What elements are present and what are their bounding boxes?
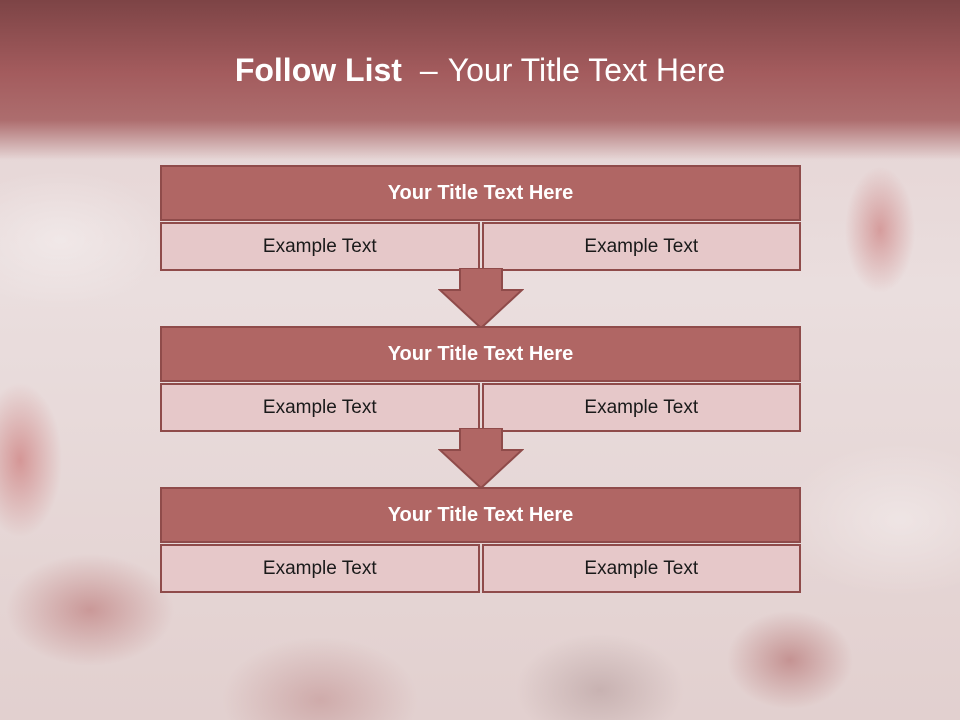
block-title: Your Title Text Here bbox=[160, 326, 801, 382]
header-band bbox=[0, 0, 960, 160]
list-block-3: Your Title Text Here Example Text Exampl… bbox=[160, 487, 801, 593]
title-dash: – bbox=[419, 52, 438, 88]
block-cell-right: Example Text bbox=[481, 383, 801, 432]
block-cell-right: Example Text bbox=[481, 544, 801, 593]
title-bold: Follow List bbox=[234, 52, 402, 88]
block-row: Example Text Example Text bbox=[160, 222, 801, 271]
block-cell-left: Example Text bbox=[160, 383, 480, 432]
block-cell-left: Example Text bbox=[160, 544, 480, 593]
arrow-down-icon bbox=[438, 268, 524, 330]
block-title: Your Title Text Here bbox=[160, 487, 801, 543]
title-rest: Your Title Text Here bbox=[447, 52, 726, 88]
list-block-1: Your Title Text Here Example Text Exampl… bbox=[160, 165, 801, 271]
slide-title: Follow List–Your Title Text Here bbox=[0, 52, 960, 89]
block-row: Example Text Example Text bbox=[160, 544, 801, 593]
list-block-2: Your Title Text Here Example Text Exampl… bbox=[160, 326, 801, 432]
block-cell-left: Example Text bbox=[160, 222, 480, 271]
block-title: Your Title Text Here bbox=[160, 165, 801, 221]
arrow-down-icon bbox=[438, 428, 524, 490]
block-cell-right: Example Text bbox=[481, 222, 801, 271]
block-row: Example Text Example Text bbox=[160, 383, 801, 432]
